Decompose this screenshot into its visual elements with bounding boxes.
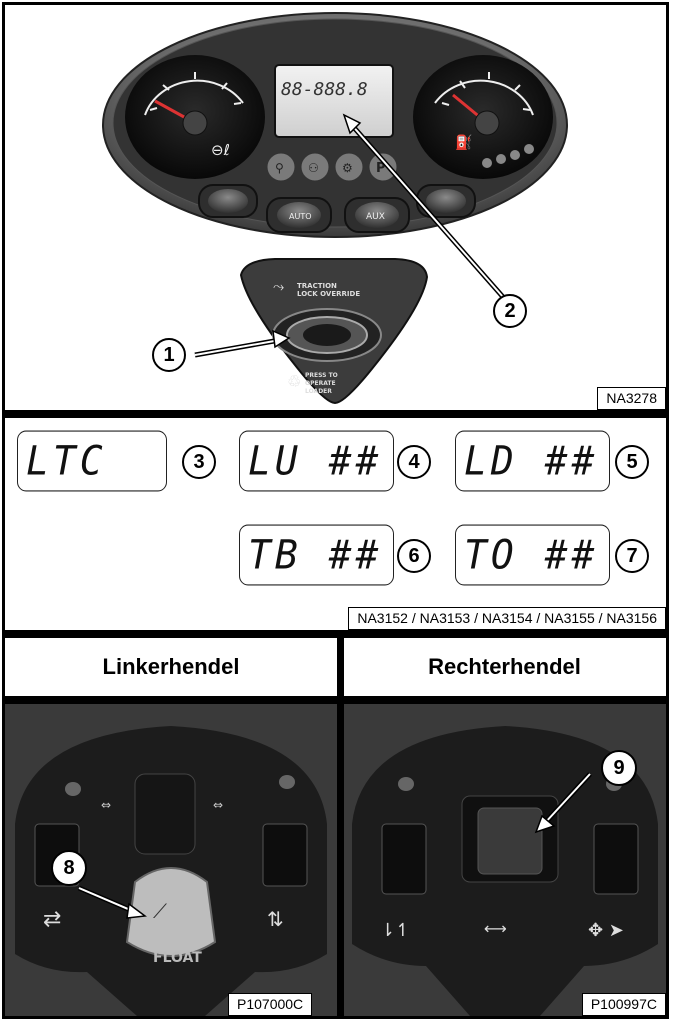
header-separator (5, 696, 666, 704)
instrument-panel-figure: ⊖ℓ ⛽ 88-888.8 (5, 5, 666, 410)
callout-6: 6 (397, 539, 431, 573)
svg-text:⇔: ⇔ (101, 798, 111, 812)
svg-text:PRESS TO: PRESS TO (305, 372, 338, 379)
svg-text:⟋: ⟋ (153, 899, 167, 923)
left-handle-header: Linkerhendel (102, 654, 240, 679)
lcd-digits: 88-888.8 (281, 79, 368, 100)
svg-text:OPERATE: OPERATE (305, 380, 336, 387)
svg-text:AUX: AUX (366, 212, 385, 222)
svg-text:♲: ♲ (287, 372, 301, 391)
code-display-ltc: LTC (17, 430, 167, 492)
figure-label-p100997c: P100997C (581, 993, 666, 1016)
figure-label-p107000c: P107000C (228, 993, 313, 1016)
oil-temp-icon: ⊖ℓ (211, 141, 230, 159)
callout-4: 4 (397, 445, 431, 479)
cluster-buttons: AUTO AUX (198, 184, 476, 233)
instrument-panel-illustration: ⊖ℓ ⛽ 88-888.8 (102, 12, 568, 405)
svg-text:⇔: ⇔ (213, 798, 223, 812)
indicator-lamps: P ⚲ ⚇ ⚙ (266, 152, 398, 182)
float-button (125, 867, 217, 957)
right-handle-header: Rechterhendel (428, 654, 581, 679)
callout-1: 1 (152, 338, 186, 372)
joystick-handles-figure: Linkerhendel Rechterhendel ⇔ ⇔ ⇄ ⇅ ⟋ FLO… (5, 638, 666, 1016)
svg-text:AUTO: AUTO (289, 212, 312, 221)
svg-text:⇅: ⇅ (267, 907, 284, 931)
vertical-separator (337, 638, 344, 1016)
svg-text:LOCK OVERRIDE: LOCK OVERRIDE (297, 290, 360, 298)
separator (5, 630, 666, 638)
callout-8: 8 (51, 850, 87, 886)
fuel-icon: ⛽ (455, 134, 472, 151)
code-display-ld: LD ## (455, 430, 610, 492)
callout-7: 7 (615, 539, 649, 573)
code-display-tb: TB ## (239, 524, 394, 586)
callout-2: 2 (493, 294, 527, 328)
svg-text:⤳: ⤳ (273, 279, 284, 295)
callout-9: 9 (601, 750, 637, 786)
code-display-to: TO ## (455, 524, 610, 586)
svg-text:LOADER: LOADER (305, 388, 332, 395)
display-codes-figure: LTC 3 LU ## 4 LD ## 5 TB ## 6 TO ## 7 NA… (5, 418, 666, 630)
figure-label-na3278: NA3278 (597, 387, 666, 410)
separator (5, 410, 666, 418)
central-lcd (274, 64, 394, 138)
svg-text:⇄: ⇄ (43, 907, 61, 932)
svg-text:P: P (376, 161, 386, 176)
code-display-lu: LU ## (239, 430, 394, 492)
callout-5: 5 (615, 445, 649, 479)
svg-text:✥ ➤: ✥ ➤ (588, 920, 624, 941)
svg-text:⇂↿: ⇂↿ (380, 920, 410, 941)
svg-text:⚙: ⚙ (342, 161, 353, 175)
svg-text:⟷: ⟷ (484, 919, 507, 938)
traction-lock-override-switch: ⤳ TRACTION LOCK OVERRIDE ♲ PRESS TO OPER… (239, 258, 429, 405)
figure-label-na3152: NA3152 / NA3153 / NA3154 / NA3155 / NA31… (348, 607, 666, 630)
svg-text:⚇: ⚇ (308, 161, 319, 175)
callout-3: 3 (182, 445, 216, 479)
svg-text:⚲: ⚲ (275, 161, 284, 175)
svg-text:TRACTION: TRACTION (297, 282, 337, 290)
svg-text:FLOAT: FLOAT (153, 950, 202, 966)
